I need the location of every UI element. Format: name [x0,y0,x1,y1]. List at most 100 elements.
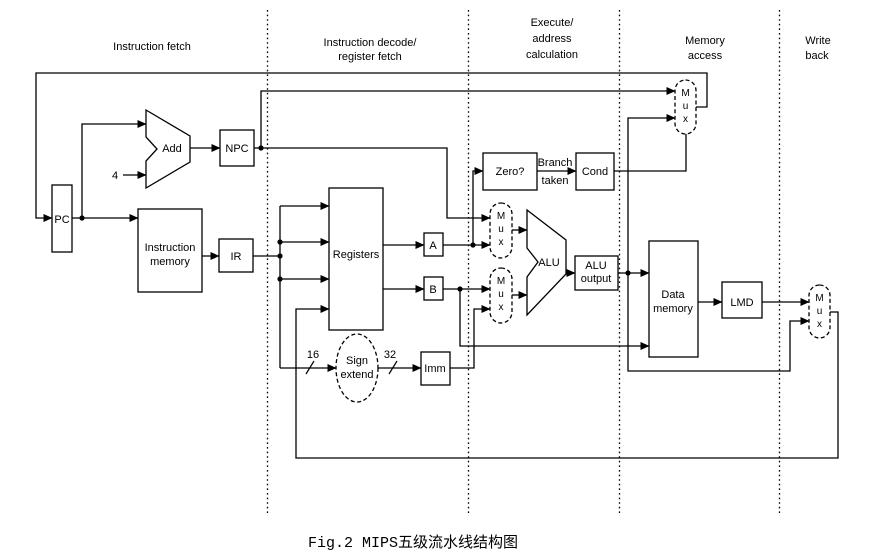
alu-label: ALU [538,257,559,269]
mux-memory-shape [674,79,697,135]
imm-label: Imm [424,363,445,375]
junction-alu-output [625,270,631,276]
sign-extend-ellipse [335,333,379,403]
npc-box [219,129,255,167]
mux-alu-bottom-letter-u: u [498,289,504,300]
stage-separators [266,10,781,515]
stage-headers: Instruction fetch Instruction decode/ re… [113,17,831,63]
ir-box [218,238,254,273]
blocks: PC Add NPC Instruction memory IR Registe… [51,79,831,403]
mux-write-back-letter-m: M [815,293,823,304]
adder: Add [145,108,191,190]
stage-label-write-back-line1: Write [805,35,830,47]
wire-pc-to-add [81,120,147,218]
npc-label: NPC [225,143,248,155]
pc-box [51,184,73,253]
npc-register: NPC [219,129,255,167]
wire-npc-to-mux-alu-top [261,147,491,222]
mux-alu-bottom-shape [489,267,513,324]
wire-cond-to-mux-mem-select [614,134,687,172]
wire-a-to-zero [472,167,484,245]
mux-alu-top: M u x [489,202,513,259]
wire-alu-output-to-mux-wb [627,273,810,372]
mux-alu-top-letter-u: u [498,224,504,235]
zero-test: Zero? [482,152,538,191]
stage-label-instruction-decode-line2: register fetch [338,51,402,63]
registers-box [328,187,384,331]
mux-write-back-letter-u: u [817,306,823,317]
registers: Registers [328,187,384,331]
stage-label-execute-line3: calculation [526,49,578,61]
wire-imm-to-mux-alu-bottom [450,305,491,369]
wire-mux-wb-to-registers [295,305,839,459]
wire-b-to-data-memory [459,289,650,350]
ir-register: IR [218,238,254,273]
imm-box [420,351,451,386]
junction-b-out [457,286,463,292]
alu-output-box [574,255,619,291]
stage-label-memory-access-line1: Memory [685,35,725,47]
branch-taken-label-line1: Branch [538,157,573,169]
stage-label-write-back-line2: back [805,50,829,62]
stage-label-memory-access-line2: access [688,50,723,62]
mux-write-back-shape [808,284,831,339]
mux-write-back: M u x [808,284,831,339]
imm-register: Imm [420,351,451,386]
wires [35,72,839,459]
mux-memory-letter-x: x [683,114,688,125]
instruction-memory: Instruction memory [137,208,203,293]
mux-alu-bottom-letter-m: M [497,276,505,287]
ir-label: IR [231,251,242,263]
pc-register: PC [51,184,73,253]
alu-output-label-line2: output [581,273,612,285]
junction-pc-out [79,215,85,221]
mux-memory: M u x [674,79,697,135]
data-memory: Data memory [648,240,699,358]
add-label: Add [162,143,182,155]
cond-box [575,152,615,191]
pc-label: PC [54,214,69,226]
cond-label: Cond [582,166,608,178]
stage-label-execute-line2: address [532,33,572,45]
annotations: 4 16 32 Branch taken [112,157,573,375]
sign-extend-label-line2: extend [340,369,373,381]
figure-caption: Fig.2 MIPS五级流水线结构图 [308,534,518,552]
sign-extend-label-line1: Sign [346,355,368,367]
b-latch-label: B [429,284,436,296]
alu-output-label-line1: ALU [585,260,606,272]
b-latch: B [423,276,444,301]
instruction-memory-label-line2: memory [150,256,190,268]
data-memory-box [648,240,699,358]
junction-a-out [470,242,476,248]
bus-width-tick-32 [388,360,398,375]
mux-alu-top-letter-m: M [497,211,505,222]
junction-ir-bus-1 [277,239,283,245]
mux-alu-top-shape [489,202,513,259]
wire-alu-output-to-mux-mem [627,114,676,273]
alu-shape [526,208,567,317]
branch-taken-label-line2: taken [542,175,569,187]
wire-mux-mem-to-pc [35,72,708,222]
cond-register: Cond [575,152,615,191]
alu-output-register: ALU output [574,255,619,291]
b-latch-box [423,276,444,301]
data-memory-label-line2: memory [653,303,693,315]
bus-width-tick-16 [305,360,315,375]
instruction-memory-box [137,208,203,293]
pc-increment-label: 4 [112,170,118,182]
sign-extend: Sign extend [335,333,379,403]
mux-alu-top-letter-x: x [499,237,504,248]
stage-label-execute-line1: Execute/ [531,17,575,29]
a-latch: A [423,232,444,257]
stage-label-instruction-decode-line1: Instruction decode/ [324,37,418,49]
lmd-register: LMD [721,281,763,319]
junction-npc-out [258,145,264,151]
lmd-box [721,281,763,319]
sign-extend-input-bits-label: 16 [307,349,319,361]
mux-write-back-letter-x: x [817,319,822,330]
junction-dots [79,145,631,292]
lmd-label: LMD [730,297,753,309]
mux-memory-letter-u: u [683,101,689,112]
a-latch-box [423,232,444,257]
wire-npc-to-mux-mem [260,87,676,148]
